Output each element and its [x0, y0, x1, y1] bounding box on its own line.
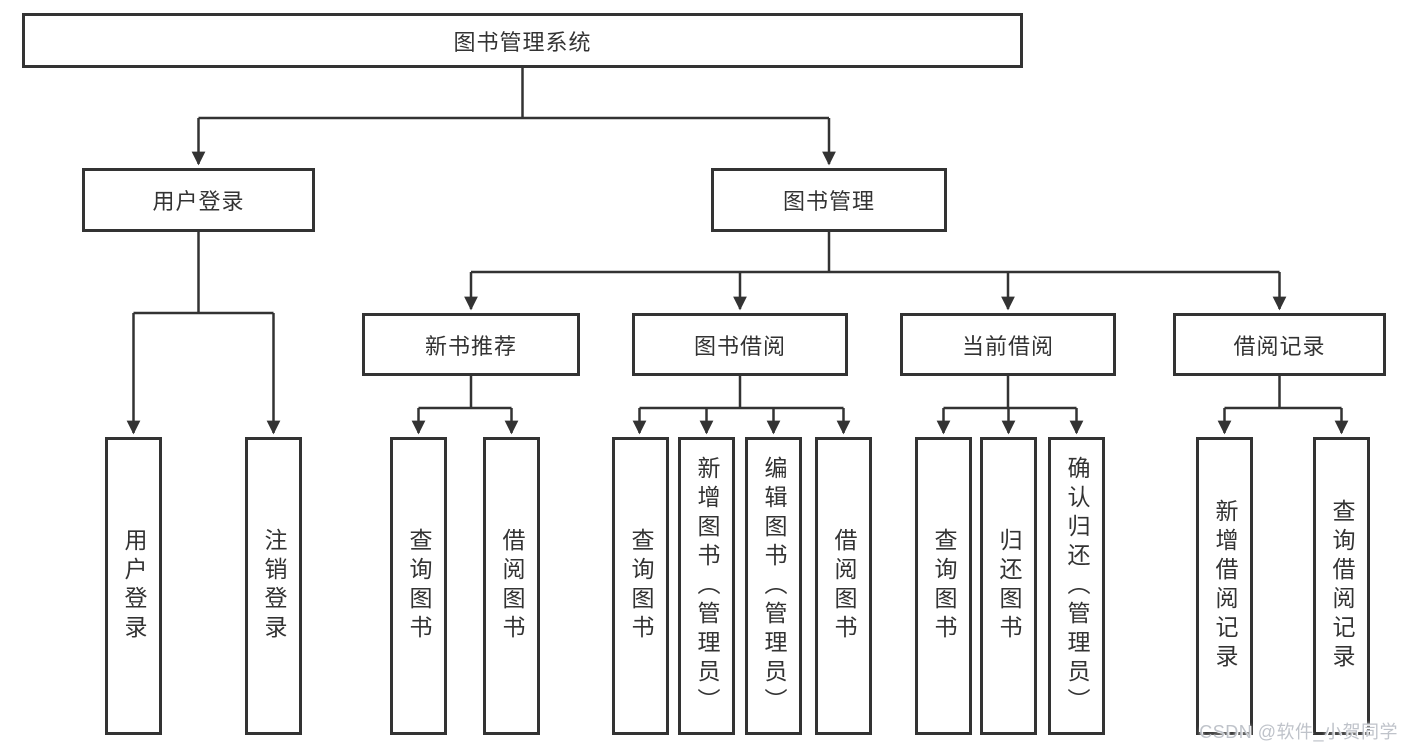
leaf-borrow-books: 借阅图书 — [815, 437, 872, 735]
node-user-login: 用户登录 — [82, 168, 315, 232]
leaf-add-borrow-record: 新增借阅记录 — [1196, 437, 1253, 735]
leaf-logout: 注销登录 — [245, 437, 302, 735]
node-borrowing-records: 借阅记录 — [1173, 313, 1386, 376]
node-book-management: 图书管理 — [711, 168, 947, 232]
leaf-user-login: 用户登录 — [105, 437, 162, 735]
node-book-borrowing: 图书借阅 — [632, 313, 848, 376]
leaf-recommend-query-books: 查询图书 — [390, 437, 447, 735]
leaf-query-borrow-record: 查询借阅记录 — [1313, 437, 1370, 735]
node-root: 图书管理系统 — [22, 13, 1023, 68]
leaf-current-query-books: 查询图书 — [915, 437, 972, 735]
leaf-edit-books-admin: 编辑图书（管理员） — [745, 437, 802, 735]
leaf-confirm-return-admin: 确认归还（管理员） — [1048, 437, 1105, 735]
node-new-book-recommend: 新书推荐 — [362, 313, 580, 376]
node-current-borrowing: 当前借阅 — [900, 313, 1116, 376]
leaf-return-books: 归还图书 — [980, 437, 1037, 735]
leaf-add-books-admin: 新增图书（管理员） — [678, 437, 735, 735]
leaf-recommend-borrow-books: 借阅图书 — [483, 437, 540, 735]
leaf-borrowing-query-books: 查询图书 — [612, 437, 669, 735]
